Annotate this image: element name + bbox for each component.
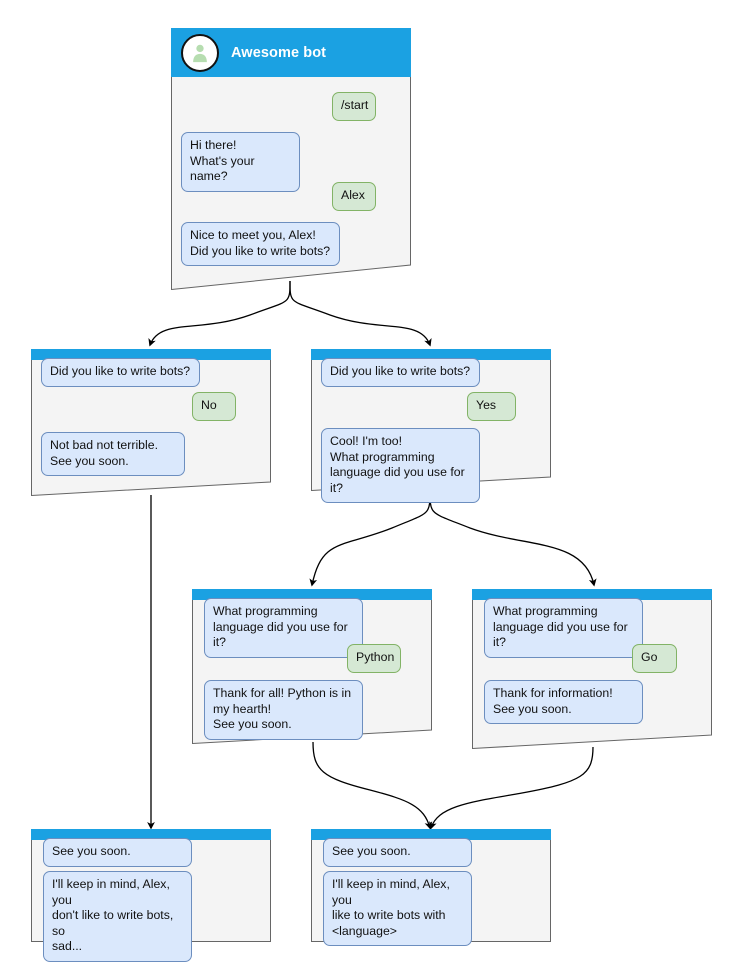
node-language-python[interactable]: What programming language did you use fo… [192,589,432,744]
edge-yes-to-go [429,489,597,587]
chat-bubble-user[interactable]: Python [347,644,401,673]
chat-bubble-user[interactable]: Yes [467,392,516,421]
chat-bubble-bot[interactable]: Hi there! What's your name? [181,132,300,192]
bot-title: Awesome bot [231,44,327,61]
edge-python-to-goodbye-happy [312,741,433,830]
chat-bubble-user[interactable]: No [192,392,236,421]
chat-bubble-user[interactable]: Alex [332,182,376,211]
chat-bubble-bot[interactable]: Did you like to write bots? [321,358,480,387]
node-answer-yes[interactable]: Did you like to write bots? Yes Cool! I'… [311,349,551,503]
node-header-start: Awesome bot [171,28,411,77]
edge-go-to-goodbye-happy [429,746,594,830]
node-goodbye-happy[interactable]: See you soon. I'll keep in mind, Alex, y… [311,829,551,946]
edge-start-to-no [148,280,291,347]
chat-bubble-bot[interactable]: See you soon. [43,838,192,867]
chat-bubble-bot[interactable]: I'll keep in mind, Alex, you like to wri… [323,871,472,946]
node-header-bar [31,829,271,840]
chat-bubble-bot[interactable]: Nice to meet you, Alex! Did you like to … [181,222,340,266]
node-language-go[interactable]: What programming language did you use fo… [472,589,712,749]
chat-bubble-bot[interactable]: I'll keep in mind, Alex, you don't like … [43,871,192,962]
node-start[interactable]: Awesome bot /start Hi there! What's your… [171,28,411,290]
chat-bubble-user[interactable]: /start [332,92,376,121]
node-answer-no[interactable]: Did you like to write bots? No Not bad n… [31,349,271,496]
node-goodbye-sad[interactable]: See you soon. I'll keep in mind, Alex, y… [31,829,271,962]
chat-bubble-bot[interactable]: Cool! I'm too! What programming language… [321,428,480,503]
chat-bubble-bot[interactable]: Not bad not terrible. See you soon. [41,432,185,476]
chat-bubble-bot[interactable]: Thank for all! Python is in my hearth! S… [204,680,363,740]
chat-bubble-user[interactable]: Go [632,644,677,673]
chat-bubble-bot[interactable]: What programming language did you use fo… [204,598,363,658]
chat-transcript-goodbye-sad: See you soon. I'll keep in mind, Alex, y… [31,829,271,962]
chat-transcript-goodbye-happy: See you soon. I'll keep in mind, Alex, y… [311,829,551,946]
chat-bubble-bot[interactable]: What programming language did you use fo… [484,598,643,658]
edge-start-to-yes [289,280,432,347]
person-avatar-icon [181,33,219,72]
chat-bubble-bot[interactable]: See you soon. [323,838,472,867]
chat-bubble-bot[interactable]: Thank for information! See you soon. [484,680,643,724]
edge-yes-to-python [309,489,431,587]
chat-bubble-bot[interactable]: Did you like to write bots? [41,358,200,387]
node-header-bar [311,829,551,840]
